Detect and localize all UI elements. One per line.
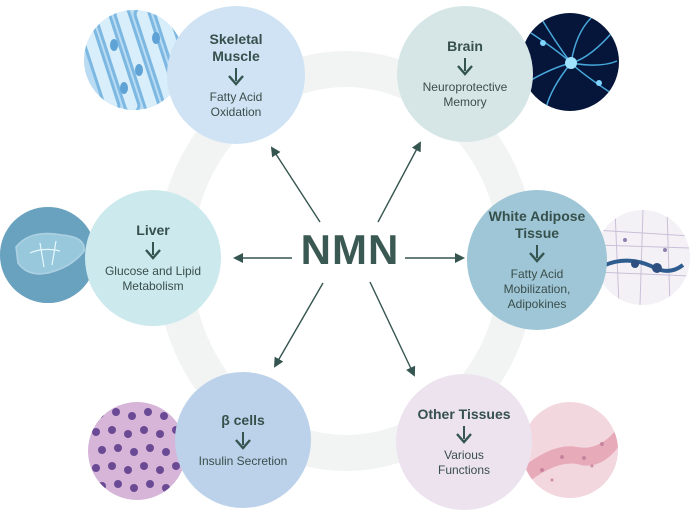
- neuron-network-icon: [521, 13, 619, 111]
- node-beta-cells: β cells Insulin Secretion: [175, 372, 311, 508]
- beta-cell-micrograph-icon: [88, 402, 186, 500]
- other-tissues-function: Various Functions: [437, 448, 491, 477]
- arrow-to-skeletal-muscle: [270, 146, 321, 223]
- node-other-tissues: Other Tissues Various Functions: [396, 374, 532, 510]
- skeletal-muscle-title: Skeletal Muscle: [209, 30, 263, 64]
- down-arrow-icon: [145, 242, 161, 260]
- adipose-tissue-micrograph-icon: [595, 210, 690, 305]
- other-tissues-title: Other Tissues: [417, 406, 511, 422]
- down-arrow-icon: [235, 431, 251, 450]
- arrow-to-brain: [377, 141, 421, 223]
- tissue-micrograph-icon: [522, 402, 618, 498]
- down-arrow-icon: [529, 245, 545, 263]
- skeletal-muscle-function: Fatty Acid Oxidation: [209, 89, 263, 119]
- liver-title: Liver: [136, 222, 170, 238]
- brain-function: Neuroprotective Memory: [422, 80, 508, 109]
- node-brain: Brain Neuroprotective Memory: [397, 6, 533, 142]
- brain-title: Brain: [447, 38, 483, 54]
- arrow-to-beta-cells: [273, 282, 324, 368]
- arrow-to-other-tissues: [369, 281, 416, 377]
- liver-scan-icon: [0, 207, 96, 303]
- white-adipose-title: White Adipose Tissue: [488, 208, 586, 241]
- beta-cells-title: β cells: [221, 411, 265, 428]
- nmn-label: NMN: [300, 226, 400, 273]
- node-skeletal-muscle: Skeletal Muscle Fatty Acid Oxidation: [167, 6, 305, 144]
- down-arrow-icon: [457, 58, 473, 76]
- liver-function: Glucose and Lipid Metabolism: [104, 264, 202, 293]
- beta-cells-function: Insulin Secretion: [198, 453, 288, 468]
- white-adipose-function: Fatty Acid Mobilization, Adipokines: [503, 267, 571, 311]
- down-arrow-icon: [456, 426, 472, 444]
- node-white-adipose-tissue: White Adipose Tissue Fatty Acid Mobiliza…: [467, 190, 607, 330]
- node-liver: Liver Glucose and Lipid Metabolism: [85, 190, 221, 326]
- down-arrow-icon: [228, 67, 244, 86]
